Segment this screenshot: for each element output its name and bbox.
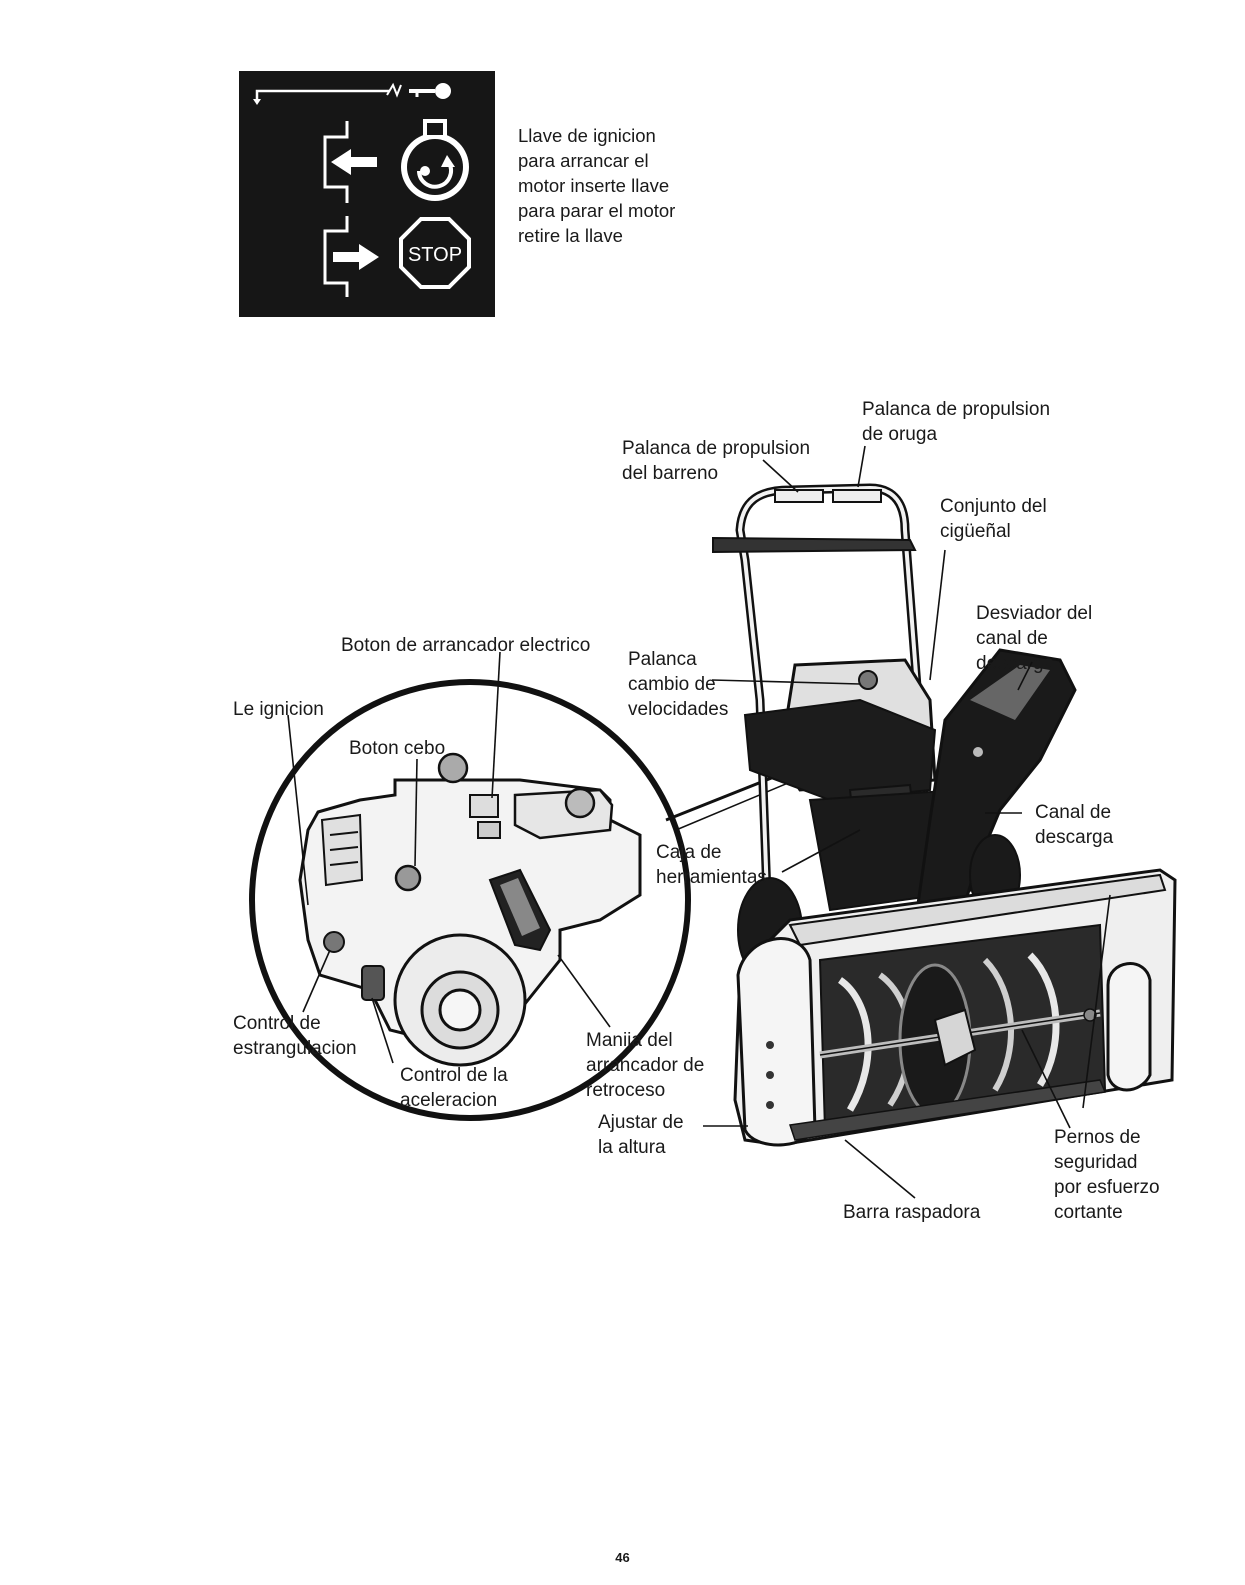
label-shift-lever: Palanca cambio de velocidades bbox=[628, 649, 729, 720]
ignition-decal: STOP bbox=[239, 71, 495, 317]
label-auger-drive-lever: Palanca de propulsion del barreno bbox=[622, 438, 811, 484]
label-chute-deflector: Desviador del canal de descarga bbox=[976, 603, 1093, 674]
snow-thrower-machine bbox=[712, 483, 1177, 1147]
engine-closeup bbox=[249, 679, 691, 1121]
leader-lines bbox=[287, 445, 1111, 1199]
arrow-right-icon bbox=[333, 244, 379, 270]
key-icon bbox=[409, 83, 451, 99]
ignition-decal-graphic: STOP bbox=[239, 71, 495, 317]
label-track-drive-lever: Palanca de propulsion de oruga bbox=[862, 399, 1051, 445]
label-ignition: Le ignicion bbox=[233, 699, 324, 720]
label-scraper-bar: Barra raspadora bbox=[843, 1202, 981, 1223]
arrow-left-icon bbox=[331, 149, 377, 175]
label-crank-assembly: Conjunto del cigüeñal bbox=[940, 496, 1047, 542]
page-number: 46 bbox=[615, 1550, 630, 1565]
engine-start-icon bbox=[401, 119, 469, 201]
label-recoil-starter-handle: Manija del arrancador de retroceso bbox=[586, 1030, 705, 1101]
ignition-caption: Llave de ignicion para arrancar el motor… bbox=[518, 123, 738, 248]
stop-sign-icon: STOP bbox=[399, 217, 471, 289]
label-electric-starter-button: Boton de arrancador electrico bbox=[341, 635, 591, 656]
label-tool-box: Caja de herramientas bbox=[656, 842, 767, 888]
caption-line: motor inserte llave bbox=[518, 175, 670, 196]
label-shear-bolts: Pernos de seguridad por esfuerzo cortant… bbox=[1054, 1127, 1160, 1223]
caption-line: Llave de ignicion bbox=[518, 125, 656, 146]
label-throttle-control: Control de la aceleracion bbox=[400, 1065, 508, 1111]
label-discharge-chute: Canal de descarga bbox=[1035, 802, 1114, 848]
label-primer-button: Boton cebo bbox=[349, 738, 446, 759]
stop-sign-text: STOP bbox=[408, 244, 462, 266]
caption-line: para parar el motor bbox=[518, 200, 676, 221]
caption-line: retire la llave bbox=[518, 225, 623, 246]
label-height-adjust: Ajustar de la altura bbox=[598, 1112, 684, 1158]
label-choke-control: Control de estrangulacion bbox=[233, 1013, 357, 1059]
caption-line: para arrancar el bbox=[518, 150, 649, 171]
